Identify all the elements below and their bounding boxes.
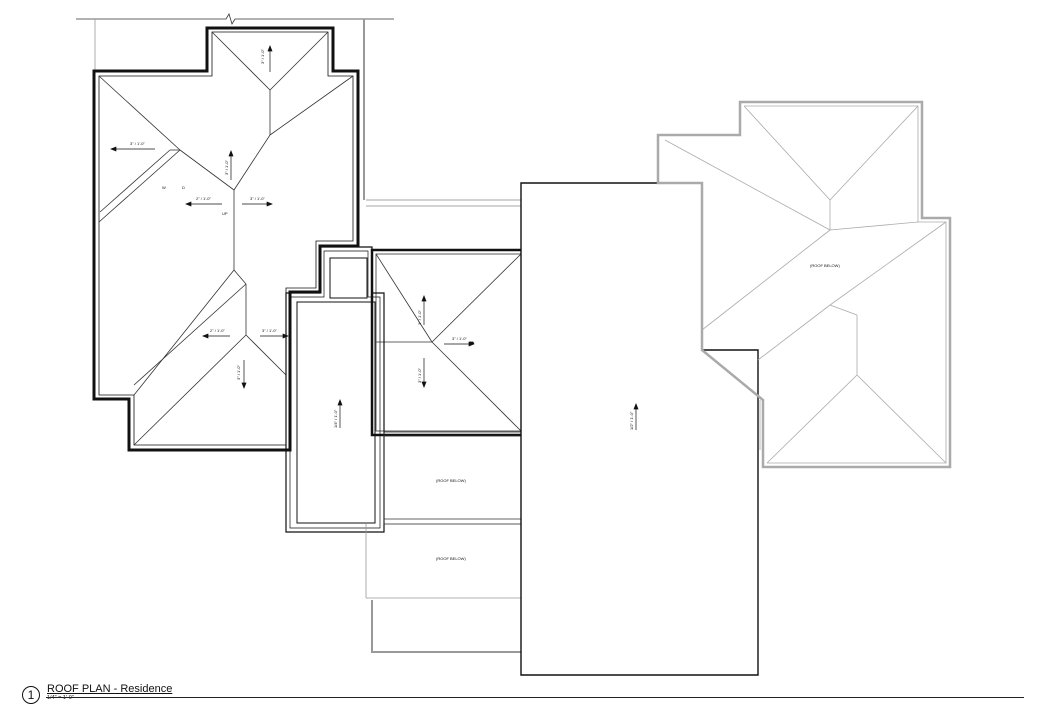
title-underline [46, 697, 1024, 698]
label-slope-7: 3" / 1'-0" [262, 328, 278, 333]
center-hip-roof [370, 248, 527, 437]
label-slope-9: 3" / 1'-0" [417, 309, 422, 325]
label-slope-3: 3" / 1'-0" [224, 159, 229, 175]
label-slope-2: 3" / 1'-0" [130, 141, 146, 146]
label-slope-6: 2" / 1'-0" [210, 328, 226, 333]
label-slope-4: 2" / 1'-0" [196, 196, 212, 201]
flat-roof-strip [285, 246, 385, 533]
main-roof-hips [98, 31, 354, 446]
drawing-scale: 1/4" = 1'-0" [47, 695, 74, 701]
drawing-title: ROOF PLAN - Residence [47, 683, 173, 695]
label-slope-13: 1/2" / 1'-0" [629, 411, 634, 430]
label-d: D [182, 185, 185, 190]
label-roof-below-3: (ROOF BELOW) [810, 263, 840, 268]
boundary-line-top [76, 13, 394, 25]
label-up: UP [222, 211, 228, 216]
label-w: W [162, 185, 166, 190]
slope-arrows [110, 45, 639, 430]
slope-labels: 3" / 1'-0" 3" / 1'-0" 3" / 1'-0" W D 2" … [130, 48, 840, 561]
label-slope-11: 3" / 1'-0" [417, 367, 422, 383]
label-slope-8: 3" / 1'-0" [236, 364, 241, 380]
label-roof-below-2: (ROOF BELOW) [436, 556, 466, 561]
right-roof-below [656, 100, 952, 469]
label-slope-5: 3" / 1'-0" [250, 196, 266, 201]
drawing-number: 1 [22, 686, 40, 704]
label-roof-below-1: (ROOF BELOW) [436, 478, 466, 483]
label-slope-12: 1/4" / 1'-0" [333, 409, 338, 428]
label-slope-10: 3" / 1'-0" [452, 336, 468, 341]
main-roof-outline [92, 26, 360, 452]
roof-below-areas [365, 199, 522, 653]
large-flat-roof [520, 182, 759, 676]
label-slope-1: 3" / 1'-0" [260, 48, 265, 64]
